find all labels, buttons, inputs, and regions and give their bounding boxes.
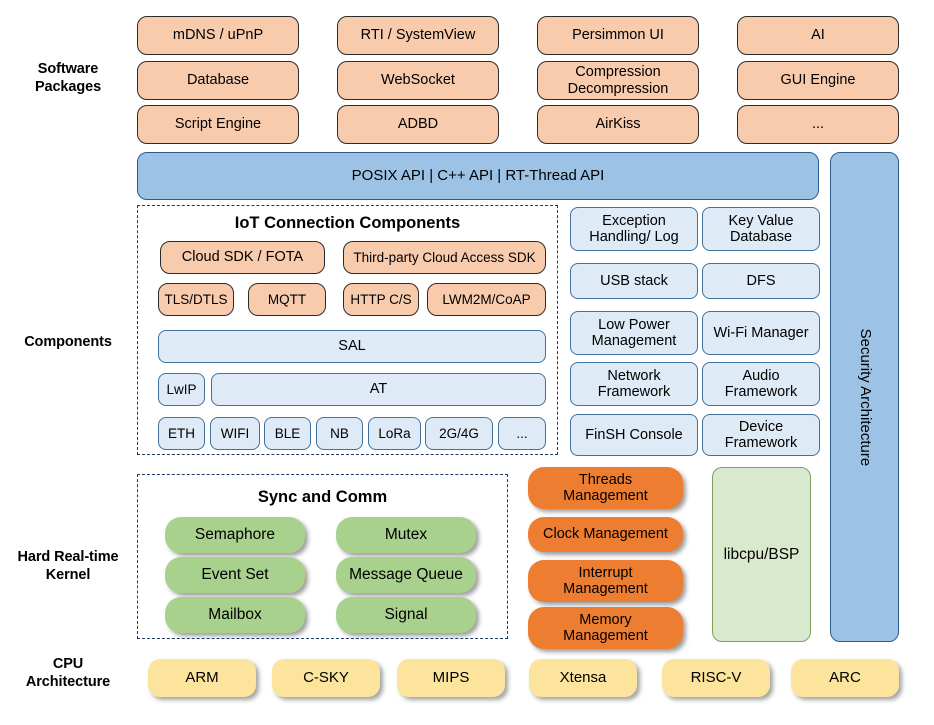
cpu-arch-box[interactable]: ARM bbox=[148, 659, 256, 697]
iot-link-box[interactable]: LoRa bbox=[368, 417, 421, 450]
cpu-arch-box[interactable]: C-SKY bbox=[272, 659, 380, 697]
sync-box[interactable]: Semaphore bbox=[165, 517, 305, 553]
iot-protocol-box[interactable]: LWM2M/CoAP bbox=[427, 283, 546, 316]
kernel-management-box[interactable]: Memory Management bbox=[528, 607, 683, 649]
libcpu-bsp-box[interactable]: libcpu/BSP bbox=[712, 467, 811, 642]
sync-and-comm-group-title: Sync and Comm bbox=[257, 488, 388, 506]
kernel-management-box[interactable]: Threads Management bbox=[528, 467, 683, 509]
kernel-management-box[interactable]: Interrupt Management bbox=[528, 560, 683, 602]
component-box[interactable]: Exception Handling/ Log bbox=[570, 207, 698, 251]
component-box[interactable]: DFS bbox=[702, 263, 820, 299]
cpu-arch-box[interactable]: ARC bbox=[791, 659, 899, 697]
iot-at-box[interactable]: AT bbox=[211, 373, 546, 406]
package-box[interactable]: Persimmon UI bbox=[537, 16, 699, 55]
row-label-software-packages: Software Packages bbox=[34, 61, 102, 96]
package-box[interactable]: GUI Engine bbox=[737, 61, 899, 100]
component-box[interactable]: Wi-Fi Manager bbox=[702, 311, 820, 355]
iot-cloud-box[interactable]: Cloud SDK / FOTA bbox=[160, 241, 325, 274]
package-box[interactable]: ADBD bbox=[337, 105, 499, 144]
cpu-arch-box[interactable]: MIPS bbox=[397, 659, 505, 697]
iot-link-box[interactable]: NB bbox=[316, 417, 363, 450]
component-box[interactable]: Audio Framework bbox=[702, 362, 820, 406]
component-box[interactable]: Device Framework bbox=[702, 414, 820, 456]
security-architecture-bar[interactable]: Security Architecture bbox=[830, 152, 899, 642]
iot-protocol-box[interactable]: TLS/DTLS bbox=[158, 283, 234, 316]
sync-box[interactable]: Mutex bbox=[336, 517, 476, 553]
cpu-arch-box[interactable]: Xtensa bbox=[529, 659, 637, 697]
sync-box[interactable]: Event Set bbox=[165, 557, 305, 593]
component-box[interactable]: Network Framework bbox=[570, 362, 698, 406]
sync-box[interactable]: Message Queue bbox=[336, 557, 476, 593]
cpu-arch-box[interactable]: RISC-V bbox=[662, 659, 770, 697]
iot-connection-group bbox=[137, 205, 558, 455]
iot-cloud-box[interactable]: Third-party Cloud Access SDK bbox=[343, 241, 546, 274]
row-label-components: Components bbox=[24, 334, 112, 350]
iot-connection-group-title: IoT Connection Components bbox=[234, 214, 461, 232]
package-box[interactable]: mDNS / uPnP bbox=[137, 16, 299, 55]
iot-protocol-box[interactable]: MQTT bbox=[248, 283, 326, 316]
package-box[interactable]: Compression Decompression bbox=[537, 61, 699, 100]
iot-lwip-box[interactable]: LwIP bbox=[158, 373, 205, 406]
package-box[interactable]: Database bbox=[137, 61, 299, 100]
api-bar[interactable]: POSIX API | C++ API | RT-Thread API bbox=[137, 152, 819, 200]
kernel-management-box[interactable]: Clock Management bbox=[528, 517, 683, 552]
iot-link-box[interactable]: BLE bbox=[264, 417, 311, 450]
iot-link-box[interactable]: 2G/4G bbox=[425, 417, 493, 450]
package-box[interactable]: AirKiss bbox=[537, 105, 699, 144]
iot-link-box[interactable]: WIFI bbox=[210, 417, 260, 450]
row-label-kernel: Hard Real-time Kernel bbox=[17, 549, 119, 584]
iot-link-box[interactable]: ... bbox=[498, 417, 546, 450]
row-label-cpu-architecture: CPU Architecture bbox=[25, 656, 111, 691]
sync-box[interactable]: Mailbox bbox=[165, 597, 305, 633]
package-box[interactable]: ... bbox=[737, 105, 899, 144]
component-box[interactable]: Low Power Management bbox=[570, 311, 698, 355]
package-box[interactable]: WebSocket bbox=[337, 61, 499, 100]
iot-link-box[interactable]: ETH bbox=[158, 417, 205, 450]
sync-and-comm-group bbox=[137, 474, 508, 639]
package-box[interactable]: AI bbox=[737, 16, 899, 55]
component-box[interactable]: Key Value Database bbox=[702, 207, 820, 251]
package-box[interactable]: RTI / SystemView bbox=[337, 16, 499, 55]
iot-protocol-box[interactable]: HTTP C/S bbox=[343, 283, 419, 316]
component-box[interactable]: FinSH Console bbox=[570, 414, 698, 456]
component-box[interactable]: USB stack bbox=[570, 263, 698, 299]
iot-sal-box[interactable]: SAL bbox=[158, 330, 546, 363]
sync-box[interactable]: Signal bbox=[336, 597, 476, 633]
package-box[interactable]: Script Engine bbox=[137, 105, 299, 144]
security-architecture-label: Security Architecture bbox=[856, 328, 874, 466]
